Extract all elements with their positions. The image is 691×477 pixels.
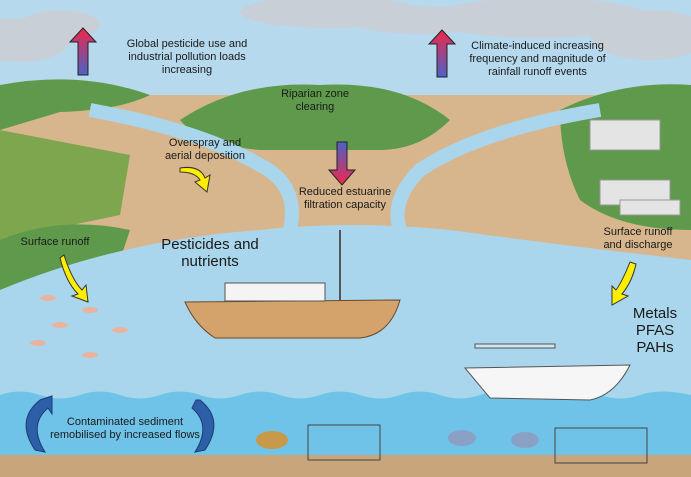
pesticides-label: Pesticides and nutrients [150,236,270,270]
climate-up-arrow [427,29,457,78]
surface-runoff-right-arrow [611,261,637,306]
label-line: Riparian zone [281,88,349,100]
left-hills [0,79,150,130]
label-line: filtration capacity [304,199,386,211]
label-line: PFAS [635,322,675,339]
label-line: frequency and magnitude of [469,53,606,65]
global-pressure-label: Global pesticide use and industrial poll… [97,38,277,77]
surface-runoff-left-label: Surface runoff [20,236,90,248]
label-line: nutrients [181,253,239,270]
small-boat [463,343,631,401]
climate-label: Climate-induced increasing frequency and… [450,40,625,79]
contaminants-label: Metals PFAS PAHs [620,305,690,356]
label-line: Reduced estuarine [298,186,392,198]
sediment-label: Contaminated sediment remobilised by inc… [45,416,205,442]
label-line: Climate-induced increasing [471,40,604,52]
filtration-label: Reduced estuarine filtration capacity [290,186,400,212]
left-field [0,130,130,240]
overspray-label: Overspray and aerial deposition [145,137,265,163]
crab-traps [307,424,648,464]
sediment [0,455,691,477]
global-pressure-up-arrow [68,27,98,76]
label-line: Surface runoff [603,226,673,238]
industrial-buildings [589,119,681,216]
label-line: remobilised by increased flows [50,429,200,441]
label-line: clearing [295,101,335,113]
filtration-down-arrow [327,141,357,186]
label-line: Global pesticide use and [126,38,248,50]
label-line: PAHs [636,339,674,356]
label-line: Pesticides and [161,236,259,253]
label-line: rainfall runoff events [488,66,587,78]
surface-runoff-right-label: Surface runoff and discharge [585,226,691,252]
label-line: Metals [632,305,678,322]
river-channels [88,103,602,233]
trawler-boat [184,230,401,339]
label-line: increasing [161,64,213,76]
overspray-arrow [179,167,211,193]
cycle-arrow-left [25,395,53,453]
label-line: and discharge [603,239,673,251]
riparian-label: Riparian zone clearing [270,88,360,114]
label-line: Contaminated sediment [66,416,184,428]
clouds [0,0,691,62]
label-line: Overspray and [168,137,242,149]
label-line: aerial deposition [164,150,246,162]
label-line: industrial pollution loads [128,51,246,63]
surface-runoff-left-arrow [59,254,89,303]
prawns [30,295,128,358]
crabs [256,430,539,449]
cycle-arrow-right [191,399,215,453]
center-hill [180,84,450,150]
